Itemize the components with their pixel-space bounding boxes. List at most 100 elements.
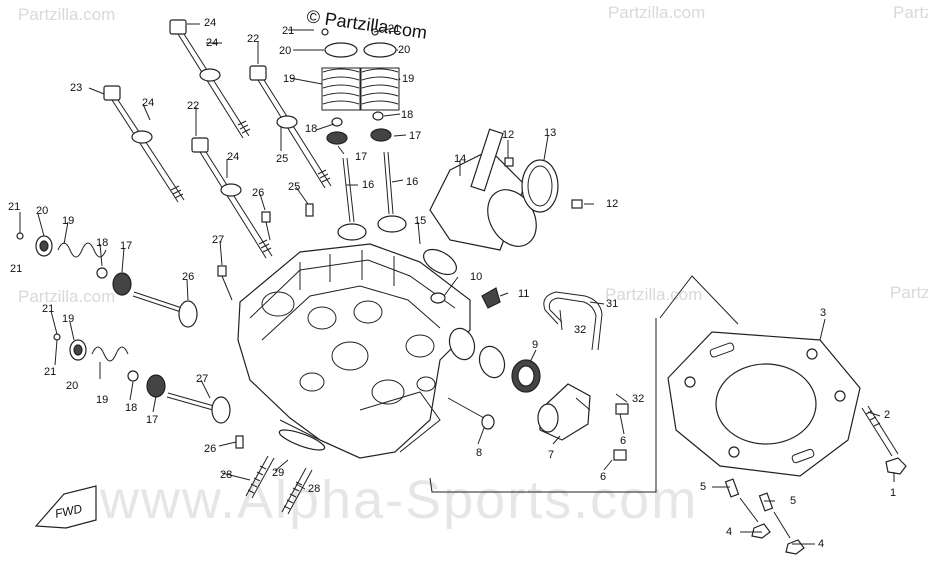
callout-label: 20 — [66, 380, 78, 392]
callout-label: 21 — [44, 366, 56, 378]
callout-label: 16 — [406, 176, 418, 188]
callout-label: 18 — [125, 402, 137, 414]
callout-label: 20 — [36, 205, 48, 217]
callout-label: 24 — [227, 151, 239, 163]
callout-label: 17 — [120, 240, 132, 252]
callout-label: 12 — [606, 198, 618, 210]
callout-label: 8 — [476, 447, 482, 459]
left-valve-assembly-upper — [16, 232, 198, 328]
callout-label: 24 — [142, 97, 154, 109]
valve-spring-19-right — [361, 68, 399, 105]
bolt-12-top — [504, 157, 514, 167]
callout-label: 23 — [70, 82, 82, 94]
callout-label: 17 — [146, 414, 158, 426]
callout-label: 31 — [606, 298, 618, 310]
valve-seal-18-right — [372, 111, 384, 121]
callout-label: 20 — [398, 44, 410, 56]
head-bolt-23-lower — [103, 85, 185, 203]
callout-label: 16 — [362, 179, 374, 191]
watermark-site: Partzilla.com — [608, 3, 705, 22]
callout-label: 19 — [62, 215, 74, 227]
callout-label: 22 — [187, 100, 199, 112]
valve-head-16-right — [377, 215, 407, 233]
valve-seal-18-left — [331, 117, 343, 127]
callout-label: 21 — [10, 263, 22, 275]
callout-label: 14 — [454, 153, 466, 165]
bolt-12-right — [571, 199, 583, 209]
callout-label: 9 — [532, 339, 538, 351]
callout-label: 25 — [276, 153, 288, 165]
callout-labels: 24 24 22 23 24 22 24 25 21 20 19 18 17 2… — [8, 17, 896, 550]
head-bolt-22-lower — [191, 137, 273, 259]
head-bolt-23-upper — [169, 19, 251, 139]
hose-clamp-13 — [521, 159, 559, 213]
callout-label: 2 — [884, 409, 890, 421]
callout-label: 28 — [220, 469, 232, 481]
spring-seat-17-left — [326, 131, 348, 145]
spring-retainer-20-right — [363, 42, 397, 58]
callout-label: 26 — [252, 187, 264, 199]
callout-label: 26 — [182, 271, 194, 283]
watermark-site: Partzilla.com — [18, 5, 115, 24]
head-bolt-group — [103, 19, 332, 259]
spring-seat-17-right — [370, 128, 392, 142]
watermark-site: Partzilla.com — [605, 285, 702, 304]
callout-label: 18 — [96, 237, 108, 249]
callout-label: 19 — [283, 73, 295, 85]
callout-label: 4 — [818, 538, 824, 550]
callout-label: 27 — [196, 373, 208, 385]
callout-label: 19 — [96, 394, 108, 406]
callout-label: 6 — [600, 471, 606, 483]
breather-parts — [430, 287, 603, 351]
callout-label: 28 — [308, 483, 320, 495]
watermark-dealer: www.Alpha-Sports.com — [99, 470, 698, 530]
valve-head-16-left — [337, 223, 367, 241]
copyright-text: © Partzilla.com — [305, 6, 428, 43]
callout-label: 32 — [574, 324, 586, 336]
temp-sensor-8 — [447, 397, 485, 419]
callout-label: 4 — [726, 526, 732, 538]
callout-label: 18 — [401, 109, 413, 121]
leader-lines — [19, 23, 895, 545]
callout-label: 21 — [282, 25, 294, 37]
callout-label: 29 — [272, 467, 284, 479]
bolt-6-lower — [613, 449, 627, 461]
callout-label: 13 — [544, 127, 556, 139]
watermark-site: Partzilla.com — [890, 283, 928, 302]
callout-label: 5 — [700, 481, 706, 493]
spring-retainer-20-left — [324, 42, 358, 58]
callout-label: 27 — [212, 234, 224, 246]
cotter-21-left — [321, 28, 329, 36]
thermostat-parts — [447, 327, 629, 461]
callout-label: 6 — [620, 435, 626, 447]
callout-label: 20 — [279, 45, 291, 57]
callout-label: 7 — [548, 449, 554, 461]
bolt-6-upper — [615, 403, 629, 415]
gasket-29 — [278, 429, 326, 451]
callout-label: 22 — [247, 33, 259, 45]
callout-label: 32 — [632, 393, 644, 405]
fwd-arrow-icon: FWD — [34, 485, 97, 529]
cylinder-head — [237, 243, 471, 459]
callout-label: 17 — [355, 151, 367, 163]
cap-11 — [481, 287, 501, 309]
callout-label: 21 — [388, 23, 400, 35]
cylinder-gasket-box — [429, 275, 907, 555]
watermark-layer: Partzilla.com Partzilla.com Partzilla.co… — [18, 3, 928, 530]
insulator-15 — [423, 248, 457, 276]
fitting-10 — [430, 292, 446, 304]
callout-label: 24 — [204, 17, 216, 29]
callout-label: 11 — [518, 288, 529, 300]
head-bolt-22-upper — [249, 65, 332, 189]
callout-label: 24 — [206, 37, 218, 49]
callout-label: 19 — [402, 73, 414, 85]
callout-label: 15 — [414, 215, 426, 227]
valve-spring-19-left — [322, 68, 360, 105]
watermark-site: Partzilla.com — [18, 287, 115, 306]
upper-valve-train — [321, 28, 407, 241]
callout-label: 12 — [502, 129, 514, 141]
stud-bolts — [245, 429, 326, 515]
small-bolts — [217, 203, 314, 449]
